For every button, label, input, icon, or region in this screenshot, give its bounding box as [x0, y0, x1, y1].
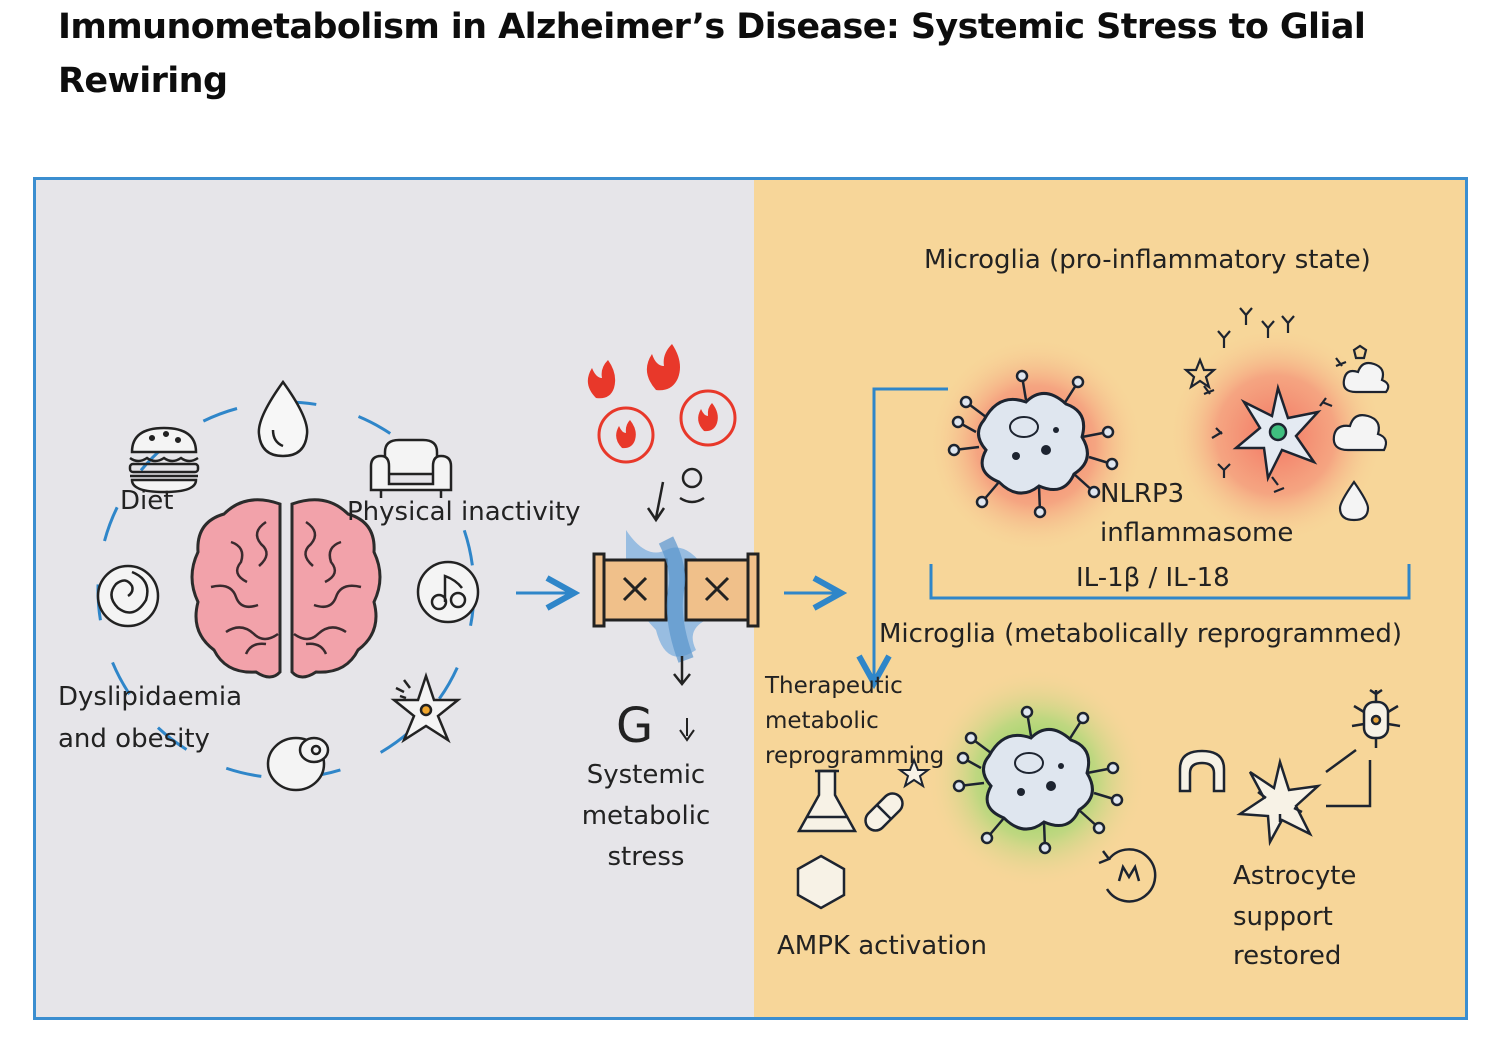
microglia-reprogrammed-title: Microglia (metabolically reprogrammed) [879, 619, 1402, 649]
therapeutic-arrow [874, 387, 948, 680]
reprogramming-label: reprogramming [765, 743, 945, 769]
fat-cell-icon [266, 736, 330, 792]
star-small-icon [897, 757, 931, 789]
music-note-icon [416, 560, 480, 624]
diagram-frame: G [33, 177, 1468, 1020]
cloud-icon [1332, 361, 1390, 452]
and-obesity-label: and obesity [58, 724, 210, 754]
figure-title: Immunometabolism in Alzheimer’s Disease:… [58, 7, 1366, 101]
ampk-activation-label: AMPK activation [777, 931, 987, 961]
swirl-icon [96, 564, 160, 628]
astrocyte-icon [390, 672, 462, 744]
metabolic-label: metabolic [581, 801, 711, 831]
svg-text:G: G [616, 698, 653, 754]
brain-icon [190, 498, 382, 679]
water-drop-small-icon [1338, 480, 1370, 522]
diet-label: Diet [120, 486, 174, 516]
ampk-cycle-icon [1098, 848, 1157, 903]
pill-icon [864, 792, 904, 832]
therapeutic-label: Therapeutic [765, 673, 903, 699]
neuron-icon [1178, 749, 1226, 793]
hexagon-icon [796, 854, 846, 910]
astrocyte-restored-icon [1236, 757, 1322, 847]
astrocyte-label: Astrocyte [1233, 861, 1357, 891]
inflammasome-label: inflammasome [1100, 518, 1294, 548]
neuron-cell-icon [1351, 688, 1401, 748]
blood-vessel-icon [592, 530, 760, 663]
restored-label: restored [1233, 941, 1342, 971]
nlrp3-label: NLRP3 [1100, 479, 1185, 509]
burger-icon [128, 426, 200, 494]
stress-label: stress [607, 842, 685, 872]
microglia-pro-inflammatory-title: Microglia (pro-inflammatory state) [924, 245, 1371, 275]
dyslipidaemia-label: Dyslipidaemia [58, 682, 243, 712]
diagram-art: G [96, 307, 1411, 910]
astrocyte-inflamed-icon [1232, 383, 1322, 483]
systemic-label: Systemic [586, 760, 706, 790]
cytokine-bracket [929, 564, 1411, 600]
metabolic-label-right: metabolic [765, 708, 879, 734]
antibody-icon [1183, 307, 1368, 494]
cytokine-label: IL-1β / IL-18 [1076, 563, 1230, 593]
fire-icon [587, 344, 737, 464]
water-drop-icon [257, 379, 309, 458]
sofa-icon [369, 438, 453, 498]
flask-icon [796, 769, 858, 833]
physical-inactivity-label: Physical inactivity [347, 497, 581, 527]
support-label: support [1233, 902, 1333, 932]
